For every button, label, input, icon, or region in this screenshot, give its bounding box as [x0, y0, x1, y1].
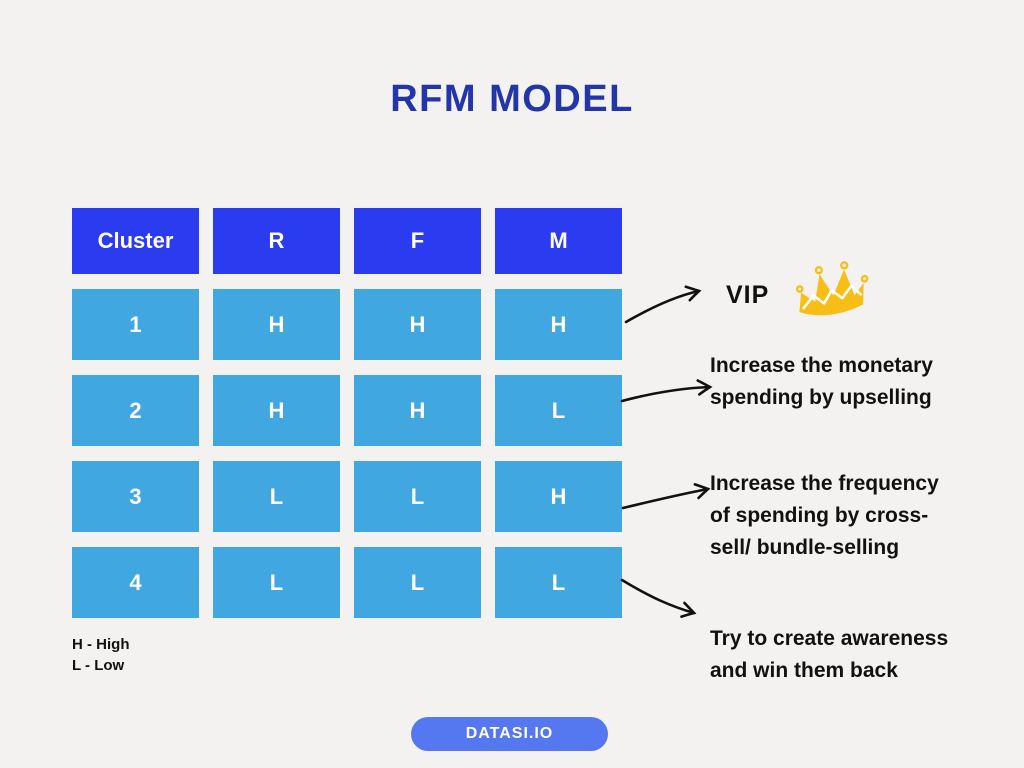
- table-cell: H: [495, 289, 622, 360]
- table-header-recency: R: [213, 208, 340, 274]
- table-header-cluster: Cluster: [72, 208, 199, 274]
- table-cell: H: [354, 289, 481, 360]
- page-title: RFM MODEL: [390, 78, 634, 120]
- table-cell: H: [213, 375, 340, 446]
- table-header-frequency: F: [354, 208, 481, 274]
- table-cell: H: [495, 461, 622, 532]
- annotation-row2: Increase the monetary spending by upsell…: [710, 354, 933, 409]
- table-cell: H: [354, 375, 481, 446]
- legend-low: L - Low: [72, 657, 125, 674]
- crown-icon: [796, 261, 869, 316]
- table-cell: L: [354, 461, 481, 532]
- table-cell: 4: [72, 547, 199, 618]
- brand-badge-label: DATASI.IO: [465, 725, 554, 742]
- arrow-row4-winback: [620, 578, 697, 618]
- table-cell: H: [213, 289, 340, 360]
- legend-high: H - High: [72, 636, 130, 653]
- rfm-table: Cluster R F M 1 H H H 2 H H L 3 L L H 4 …: [72, 208, 622, 618]
- table-cell: 1: [72, 289, 199, 360]
- table-cell: L: [354, 547, 481, 618]
- table-cell: L: [495, 375, 622, 446]
- vip-label: VIP: [726, 280, 770, 309]
- legend: H - High L - Low: [72, 634, 130, 676]
- arrow-row1-vip: [624, 285, 702, 324]
- table-cell: L: [213, 461, 340, 532]
- table-cell: 2: [72, 375, 199, 446]
- arrow-row3-crosssell: [621, 483, 711, 510]
- brand-badge: DATASI.IO: [411, 717, 608, 751]
- arrow-row2-upselling: [620, 379, 713, 403]
- annotation-row3: Increase the frequency of spending by cr…: [710, 472, 939, 559]
- table-cell: L: [495, 547, 622, 618]
- table-cell: 3: [72, 461, 199, 532]
- annotation-vip: VIP: [726, 261, 873, 318]
- table-header-monetary: M: [495, 208, 622, 274]
- annotation-row4: Try to create awareness and win them bac…: [710, 627, 949, 682]
- table-cell: L: [213, 547, 340, 618]
